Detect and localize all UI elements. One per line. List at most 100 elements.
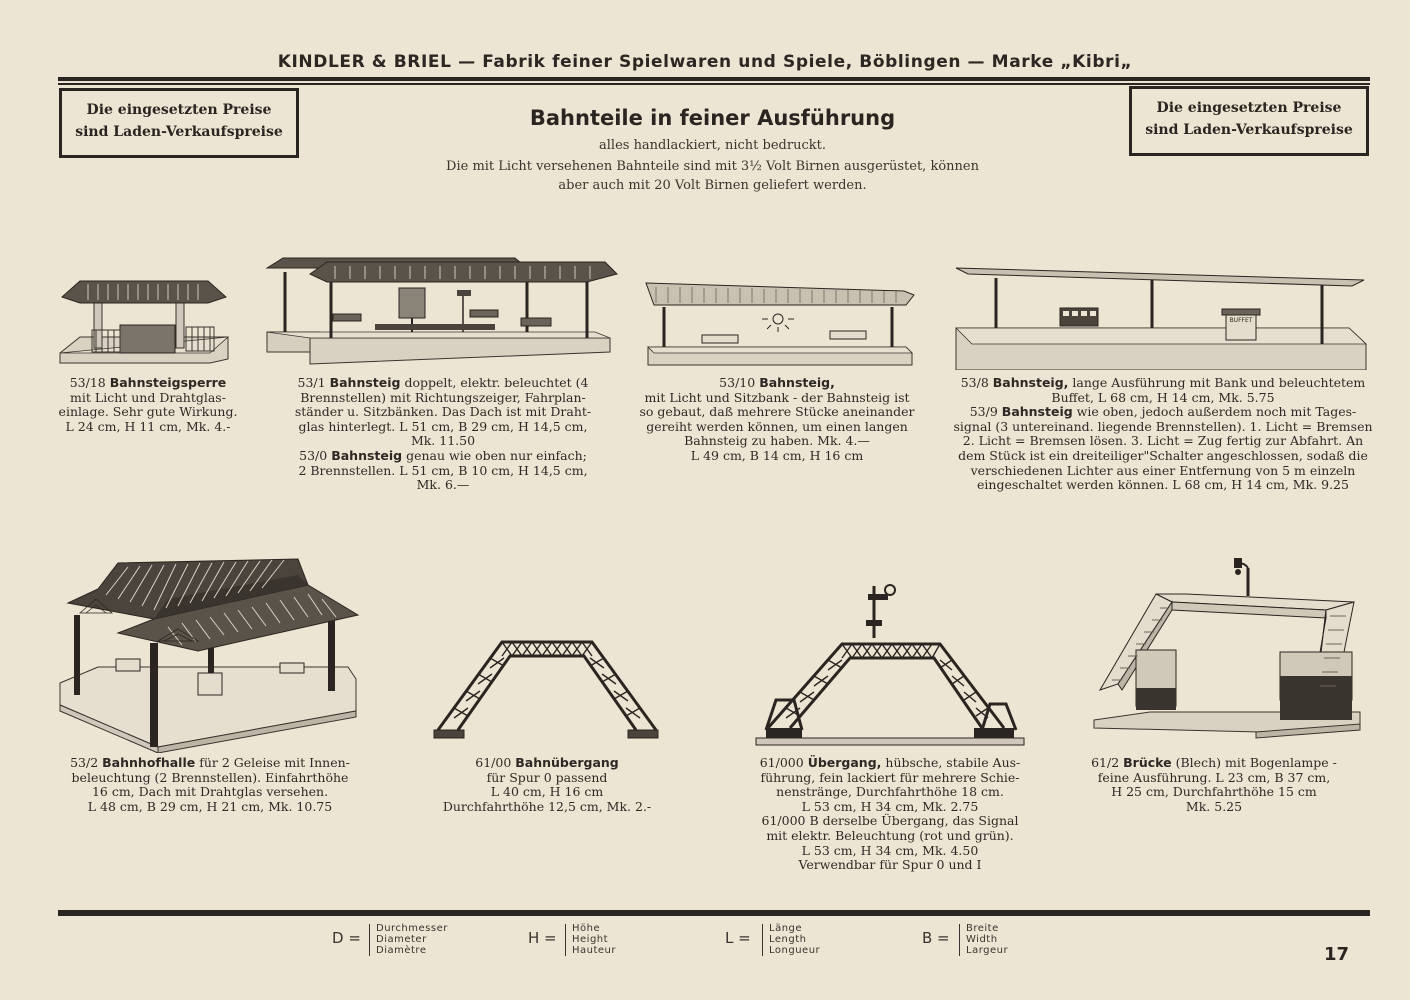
item-538-name: Bahnsteig,: [992, 375, 1069, 390]
item-5310-line3: so gebaut, daß mehrere Stücke aneinander: [639, 404, 915, 420]
price-note-right-line1: Die eingesetzten Preise: [1156, 100, 1342, 116]
item-539-line2: signal (3 untereinand. liegende Brennste…: [953, 418, 1373, 434]
legend-diameter-symbol: D =: [332, 929, 361, 947]
header-rule-thick: [58, 77, 1370, 81]
intro-line2: aber auch mit 20 Volt Birnen geliefert w…: [558, 178, 867, 193]
legend-height-en: Height: [572, 934, 609, 945]
item-538-number: 53/8: [960, 375, 989, 390]
legend-height-de: Höhe: [572, 923, 601, 934]
item-532-line3: 16 cm, Dach mit Drahtglas versehen.: [91, 784, 329, 800]
item-5310-number: 53/10: [719, 375, 756, 390]
item-61000-number: 61/000: [759, 755, 804, 770]
legend-height-symbol: H =: [528, 929, 557, 947]
item-532-line1: für 2 Geleise mit Innen-: [199, 755, 350, 770]
item-539-line4: dem Stück ist ein dreiteiliger"Schalter …: [958, 447, 1368, 463]
legend-diameter: D = Durchmesser Diameter Diamètre: [332, 923, 472, 958]
bahnsteig-5310-illustration: [645, 282, 915, 366]
item-61000b-line2: mit elektr. Beleuchtung (rot und grün).: [766, 827, 1014, 843]
item-5310-line2: mit Licht und Sitzbank - der Bahnsteig i…: [644, 389, 910, 405]
item-5310-line4: gereiht werden können, um einen langen: [646, 418, 908, 434]
item-538-539-description: 53/8 Bahnsteig, lange Ausführung mit Ban…: [950, 375, 1376, 493]
item-532-line2: beleuchtung (2 Brennstellen). Einfahrthö…: [71, 769, 349, 785]
item-538-line1: lange Ausführung mit Bank und beleuchtet…: [1072, 375, 1366, 390]
bahnsteig-lang-illustration: BUFFET: [955, 267, 1368, 370]
legend-width-fr: Largeur: [966, 945, 1009, 956]
item-531-name: Bahnsteig: [329, 375, 401, 390]
item-532-name: Bahnhofhalle: [102, 755, 196, 770]
item-6100-number: 61/00: [475, 755, 512, 770]
page-number: 17: [1324, 944, 1350, 965]
bahnsteig-doppelt-illustration: [265, 257, 618, 365]
price-note-left-line1: Die eingesetzten Preise: [86, 102, 272, 118]
bahnhofhalle-illustration: [59, 558, 360, 753]
item-531-number: 53/1: [297, 375, 326, 390]
price-note-left: Die eingesetzten Preise sind Laden-Verka…: [59, 88, 299, 158]
item-612-description: 61/2 Brücke (Blech) mit Bogenlampe - fei…: [1082, 755, 1346, 814]
legend-length-fr: Longueur: [769, 945, 821, 956]
item-6100-line2: für Spur 0 passend: [486, 769, 608, 785]
legend-height: H = Höhe Height Hauteur: [528, 923, 648, 958]
subtitle: alles handlackiert, nicht bedruckt.: [599, 138, 826, 153]
price-note-right: Die eingesetzten Preise sind Laden-Verka…: [1129, 86, 1369, 156]
item-530-line3: Mk. 6.—: [416, 477, 470, 493]
item-532-description: 53/2 Bahnhofhalle für 2 Geleise mit Inne…: [50, 755, 370, 814]
page-title: Bahnteile in feiner Ausführung: [529, 106, 896, 130]
legend-width-brace: [959, 924, 963, 956]
item-539-line5: verschiedenen Lichter aus einer Entfernu…: [970, 462, 1356, 478]
legend-width: B = Breite Width Largeur: [922, 923, 1042, 958]
item-61000b-line3: L 53 cm, H 34 cm, Mk. 4.50: [801, 842, 979, 858]
item-6100-line4: Durchfahrthöhe 12,5 cm, Mk. 2.-: [442, 798, 652, 814]
legend-length-de: Länge: [769, 923, 803, 934]
legend-width-symbol: B =: [922, 929, 950, 947]
item-5318-line2: mit Licht und Drahtglas-: [70, 389, 226, 405]
item-539-name: Bahnsteig: [1001, 404, 1073, 420]
item-530-name: Bahnsteig: [331, 447, 403, 463]
item-530-line2: 2 Brennstellen. L 51 cm, B 10 cm, H 14,5…: [298, 462, 588, 478]
item-6100-description: 61/00 Bahnübergang für Spur 0 passend L …: [432, 755, 662, 814]
item-5310-line5: Bahnsteig zu haben. Mk. 4.—: [684, 433, 870, 449]
item-539-line1: wie oben, jedoch außerdem noch mit Tages…: [1076, 404, 1357, 420]
price-note-left-line2: sind Laden-Verkaufspreise: [75, 124, 283, 140]
item-539-line6: eingeschaltet werden können. L 68 cm, H …: [977, 477, 1349, 493]
item-61000b-line1: 61/000 B derselbe Übergang, das Signal: [761, 813, 1019, 829]
intro-line1: Die mit Licht versehenen Bahnteile sind …: [446, 159, 979, 174]
item-61000-line1: hübsche, stabile Aus-: [885, 755, 1021, 770]
bahnsteigsperre-illustration: [59, 280, 230, 364]
item-612-line3: H 25 cm, Durchfahrthöhe 15 cm: [1111, 784, 1317, 800]
legend-length-en: Length: [769, 934, 807, 945]
legend-diameter-brace: [369, 924, 373, 956]
item-531-line4: glas hinterlegt. L 51 cm, B 29 cm, H 14,…: [298, 418, 588, 434]
item-539-line3: 2. Licht = Bremsen lösen. 3. Licht = Zug…: [962, 433, 1364, 449]
item-6100-name: Bahnübergang: [515, 755, 619, 770]
item-61000-line2: führung, fein lackiert für mehrere Schie…: [760, 769, 1020, 785]
bruecke-illustration: [1093, 558, 1361, 739]
page-header: KINDLER & BRIEL — Fabrik feiner Spielwar…: [277, 52, 1133, 72]
price-note-right-line2: sind Laden-Verkaufspreise: [1145, 122, 1353, 138]
legend-length-symbol: L =: [725, 929, 751, 947]
item-5318-line4: L 24 cm, H 11 cm, Mk. 4.-: [65, 418, 231, 434]
item-61000-line3: nenstränge, Durchfahrthöhe 18 cm.: [776, 784, 1004, 800]
item-612-line1: (Blech) mit Bogenlampe -: [1175, 755, 1337, 770]
item-612-line2: feine Ausführung. L 23 cm, B 37 cm,: [1097, 769, 1331, 785]
item-5318-number: 53/18: [69, 375, 106, 390]
item-531-line2: Brennstellen) mit Richtungszeiger, Fahrp…: [300, 389, 586, 405]
legend-diameter-de: Durchmesser: [376, 923, 448, 934]
legend-width-en: Width: [966, 934, 998, 945]
item-612-line4: Mk. 5.25: [1185, 798, 1243, 814]
item-5310-name: Bahnsteig,: [759, 375, 835, 390]
legend-height-fr: Hauteur: [572, 945, 617, 956]
bahnuebergang-illustration: [433, 640, 659, 739]
item-532-line4: L 48 cm, B 29 cm, H 21 cm, Mk. 10.75: [87, 798, 333, 814]
item-531-line1: doppelt, elektr. beleuchtet (4: [404, 375, 589, 390]
item-61000-line4: L 53 cm, H 34 cm, Mk. 2.75: [801, 798, 979, 814]
legend-length-brace: [762, 924, 766, 956]
item-61000-description: 61/000 Übergang, hübsche, stabile Aus- f…: [750, 755, 1030, 873]
item-612-number: 61/2: [1091, 755, 1120, 770]
footer-rule: [58, 910, 1370, 916]
legend-diameter-fr: Diamètre: [376, 945, 427, 956]
item-61000-name: Übergang,: [807, 755, 882, 770]
item-532-number: 53/2: [70, 755, 99, 770]
item-530-line1: genau wie oben nur einfach;: [406, 447, 587, 463]
item-539-number: 53/9: [969, 404, 998, 420]
uebergang-illustration: [755, 584, 1025, 746]
